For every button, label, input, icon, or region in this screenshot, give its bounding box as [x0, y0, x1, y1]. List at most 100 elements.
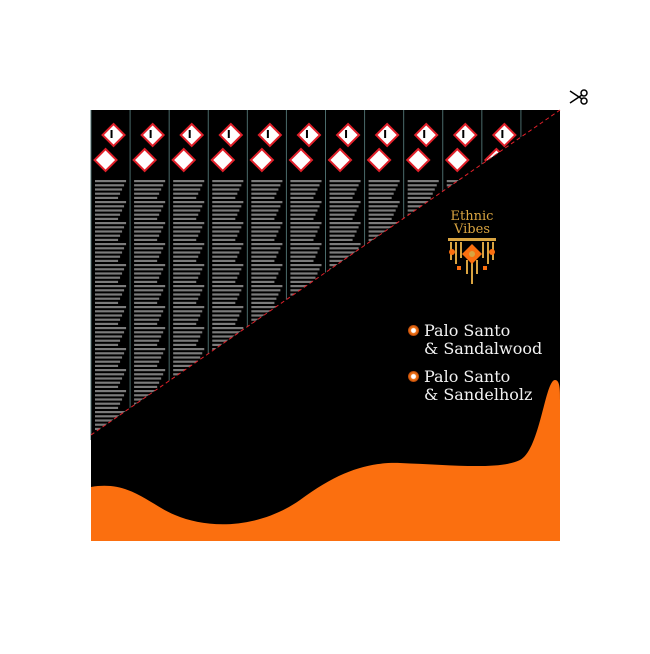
fine-print-line [173, 335, 201, 338]
fine-print-line [95, 310, 125, 313]
fine-print-line [95, 285, 127, 288]
fine-print-line [134, 310, 164, 313]
hazard-exclamation-mark [266, 130, 269, 138]
fine-print-line [134, 356, 162, 359]
fine-print-line [329, 255, 355, 258]
fine-print-line [134, 327, 166, 330]
fine-print-line [95, 259, 119, 262]
fine-print-line [329, 234, 355, 237]
fine-print-line [173, 331, 203, 334]
fine-print-line [407, 192, 433, 195]
fine-print-line [95, 390, 127, 393]
hazard-exclamation-mark [110, 130, 113, 138]
fine-print-line [95, 314, 123, 317]
fine-print-line [173, 234, 199, 237]
fine-print-line [368, 222, 400, 225]
fine-print-line [173, 196, 197, 199]
fine-print-line [290, 213, 316, 216]
fine-print-line [368, 180, 400, 183]
fine-print-line [407, 184, 437, 187]
fine-print-line [212, 268, 242, 271]
fine-print-line [368, 196, 392, 199]
fine-print-line [329, 184, 359, 187]
fine-print-line [95, 322, 119, 325]
fine-print-line [251, 217, 275, 220]
fine-print-line [173, 280, 197, 283]
hazard-health-icon [366, 147, 392, 173]
hazard-health-icon [405, 147, 431, 173]
fine-print-line [134, 306, 166, 309]
fine-print-line [251, 196, 275, 199]
fine-print-line [212, 339, 238, 342]
fine-print-line [134, 209, 162, 212]
fine-print-line [290, 205, 320, 208]
fine-print-line [173, 180, 205, 183]
fine-print-line [134, 348, 166, 351]
fine-print-line [251, 222, 283, 225]
fine-print-line [212, 314, 240, 317]
fine-print-line [251, 285, 283, 288]
fine-print-line [329, 205, 359, 208]
fine-print-line [134, 390, 166, 393]
fine-print-line [251, 264, 283, 267]
fine-print-line [290, 209, 318, 212]
fine-print-line [173, 243, 205, 246]
fine-print-line [290, 264, 322, 267]
fine-print-line [329, 188, 357, 191]
fine-print-line [290, 259, 314, 262]
product-name-en: Palo Santo & Sandalwood [408, 322, 542, 358]
fine-print-line [95, 301, 119, 304]
fine-print-line [251, 306, 283, 309]
fine-print-line [290, 180, 322, 183]
fine-print-line [95, 188, 123, 191]
fine-print-line [173, 314, 201, 317]
fine-print-line [368, 205, 398, 208]
fine-print-line [329, 217, 353, 220]
fine-print-line [329, 222, 361, 225]
fine-print-line [95, 369, 127, 372]
hazard-exclamation-mark [227, 130, 230, 138]
fine-print-line [251, 188, 279, 191]
fine-print-line [95, 268, 125, 271]
fine-print-line [407, 201, 439, 204]
fine-print-line [290, 268, 320, 271]
fine-print-line [212, 230, 240, 233]
fine-print-line [329, 243, 361, 246]
fine-print-line [134, 264, 166, 267]
fine-print-line [212, 335, 240, 338]
fine-print-line [212, 247, 242, 250]
fine-print-line [95, 394, 125, 397]
fine-print-line [212, 196, 236, 199]
fine-print-line [95, 213, 121, 216]
fine-print-line [95, 339, 121, 342]
fine-print-line [329, 251, 357, 254]
hazard-exclamation-icon [140, 122, 166, 148]
fine-print-line [95, 276, 121, 279]
fine-print-line [134, 230, 162, 233]
hazard-health-icon [132, 147, 158, 173]
fine-print-line [95, 234, 121, 237]
fine-print-line [212, 238, 236, 241]
fine-print-line [134, 314, 162, 317]
fine-print-line [173, 293, 201, 296]
fine-print-line [95, 356, 123, 359]
fine-print-line [95, 289, 125, 292]
fine-print-line [95, 201, 127, 204]
fine-print-line [212, 180, 244, 183]
fine-print-line [173, 322, 197, 325]
fine-print-line [212, 289, 242, 292]
fine-print-line [329, 247, 359, 250]
fine-print-line [95, 238, 119, 241]
fine-print-line [95, 373, 125, 376]
fine-print-line [212, 255, 238, 258]
fine-print-line [212, 222, 244, 225]
fine-print-line [251, 297, 277, 300]
fine-print-line [251, 205, 281, 208]
fine-print-line [134, 226, 164, 229]
fine-print-line [95, 297, 121, 300]
fine-print-line [95, 398, 123, 401]
fine-print-line [134, 360, 160, 363]
fine-print-line [134, 188, 162, 191]
fine-print-line [134, 201, 166, 204]
fine-print-line [212, 301, 236, 304]
